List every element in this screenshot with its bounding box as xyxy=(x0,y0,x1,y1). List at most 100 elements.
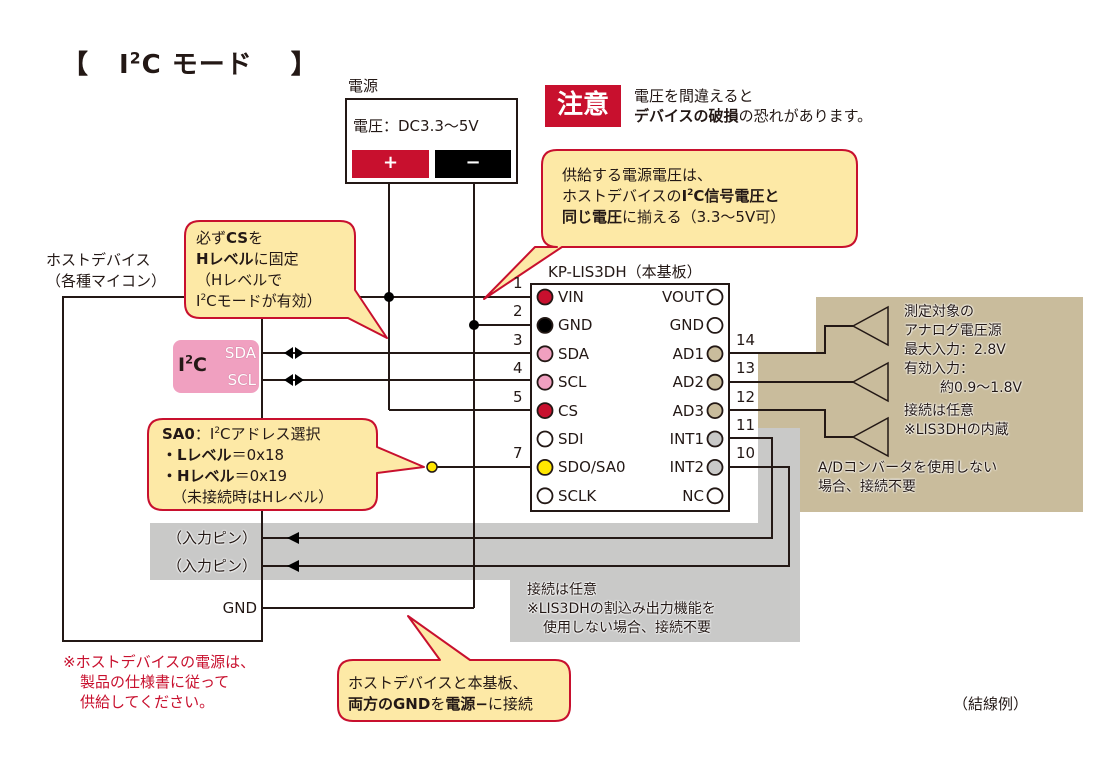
analog-note-2: A/Dコンバータを使用しない 場合、接続不要 xyxy=(818,459,997,497)
pin-label-right: VOUT xyxy=(662,288,704,306)
power-label: 電源 xyxy=(348,77,379,95)
pin-label-left: SCL xyxy=(558,373,587,392)
callout-supply-shape xyxy=(483,149,858,300)
title-i: I xyxy=(119,50,130,80)
scl-bidir-arrow xyxy=(284,374,304,386)
warning-line2: デバイスの破損の恐れがあります。 xyxy=(634,106,872,126)
wire-ad1 xyxy=(729,325,853,354)
warning-badge-bg xyxy=(545,85,621,127)
host-input-pin-2: （入力ピン） xyxy=(166,557,257,575)
host-label-2: （各種マイコン） xyxy=(46,272,167,290)
text: 両方のGND xyxy=(348,695,431,713)
analog-line: 測定対象の xyxy=(904,304,974,320)
pin-ad1-dot xyxy=(706,345,724,363)
callout-gnd-shape xyxy=(337,615,571,722)
power-voltage: 電圧：DC3.3〜5V xyxy=(353,117,479,135)
caption: （結線例） xyxy=(953,695,1029,713)
analog-line: 有効入力： xyxy=(904,361,974,377)
host-sda: SDA xyxy=(224,344,256,362)
text: 2 xyxy=(687,188,694,198)
power-minus-label: − xyxy=(465,152,481,173)
text: I xyxy=(178,354,186,376)
analog-line: 約0.9〜1.8V xyxy=(940,380,1023,396)
pin-vout-dot xyxy=(706,288,724,306)
title-rest: C モード xyxy=(141,50,253,80)
junction-vin xyxy=(384,292,394,302)
pin-ad2-dot xyxy=(706,373,724,391)
pin-sdo-sa0-dot xyxy=(536,458,554,476)
pin-sdi-dot xyxy=(536,430,554,448)
text: に接続 xyxy=(487,695,533,713)
i2c-badge-label: I2C xyxy=(178,354,207,376)
callout-supply-line3: 同じ電圧に揃える（3.3〜5V可） xyxy=(562,207,785,227)
callout-sa0-line4: （未接続時はHレベル） xyxy=(172,488,334,506)
analog-area xyxy=(758,297,1083,512)
host-scl: SCL xyxy=(227,371,256,389)
pin-label-left: SDA xyxy=(558,344,590,363)
sa0-terminal xyxy=(426,461,438,473)
int1-arrow xyxy=(287,532,299,544)
power-plus-terminal xyxy=(352,150,429,178)
pin-gnd-dot xyxy=(706,316,724,334)
pin-label-right: INT1 xyxy=(669,430,704,448)
warning-line1: 電圧を間違えると xyxy=(634,87,754,105)
pin-number: 4 xyxy=(513,359,523,378)
callout-sa0-text: SA0：I2Cアドレス選択 ・Lレベル＝0x18 ・Hレベル＝0x19 （未接続… xyxy=(162,424,333,508)
pin-int2-dot xyxy=(706,458,724,476)
warning-bold: デバイスの破損 xyxy=(634,107,739,125)
wire-int2 xyxy=(262,466,790,567)
pin-number: 14 xyxy=(736,330,756,349)
text: 2 xyxy=(214,426,221,436)
right-pins xyxy=(706,288,724,505)
analog-source-3 xyxy=(851,416,889,458)
text: 2 xyxy=(185,352,194,367)
text: ホストデバイスの xyxy=(562,187,682,205)
text: SA0 xyxy=(162,425,195,443)
warning-badge: 注意 xyxy=(556,90,609,120)
text: 同じ電圧 xyxy=(562,208,623,226)
analog-line: 場合、接続不要 xyxy=(818,479,916,495)
interrupt-line: ※LIS3DHの割込み出力機能を xyxy=(527,601,716,617)
pin-sda-dot xyxy=(536,345,554,363)
callout-cs-line2: Hレベルに固定 xyxy=(196,249,322,270)
pin-ad3-dot xyxy=(706,402,724,420)
pin-number: 2 xyxy=(513,302,523,321)
callout-gnd-text: ホストデバイスと本基板、 両方のGNDを電源−に接続 xyxy=(348,673,533,715)
text: ＝0x18 xyxy=(231,446,285,464)
text: ： xyxy=(194,425,210,443)
text: CS xyxy=(226,229,249,247)
title-bracket-open: 【 xyxy=(62,50,90,80)
host-note-2: 製品の仕様書に従って xyxy=(80,673,230,691)
text: C xyxy=(193,354,207,376)
pin-label-right: NC xyxy=(682,486,704,505)
host-label-1: ホストデバイス xyxy=(46,251,151,269)
callout-sa0-line3: ・Hレベル＝0x19 xyxy=(162,466,333,487)
analog-note: 測定対象の アナログ電圧源 最大入力：2.8V 有効入力： 約0.9〜1.8V … xyxy=(904,303,1022,440)
pin-label-right: AD3 xyxy=(672,401,704,420)
callout-cs-text: 必ずCSを Hレベルに固定 （Hレベルで I2Cモードが有効） xyxy=(196,228,322,312)
wire-int1 xyxy=(262,437,773,539)
pin-number: 5 xyxy=(513,387,523,406)
pin-label-left: SDI xyxy=(558,430,584,448)
sda-bidir-arrow xyxy=(284,347,304,359)
analog-line: 最大入力：2.8V xyxy=(904,342,1006,358)
pin-number: 13 xyxy=(736,359,756,378)
text: Hレベル xyxy=(196,250,254,268)
text: C信号電圧と xyxy=(693,187,780,205)
pin-number: 12 xyxy=(736,387,756,406)
analog-line: アナログ電圧源 xyxy=(904,323,1002,339)
host-note-3: 供給してください。 xyxy=(80,693,215,711)
pin-vin-dot xyxy=(536,288,554,306)
pin-number: 10 xyxy=(736,444,756,463)
pin-cs-dot xyxy=(536,402,554,420)
title-sup: 2 xyxy=(129,49,142,68)
text: ・Lレベル xyxy=(162,446,232,464)
warning-rest: の恐れがあります。 xyxy=(738,107,873,125)
host-gnd: GND xyxy=(222,599,257,617)
callout-supply-line1: 供給する電源電圧は、 xyxy=(562,166,713,184)
page-title: 【I2C モード】 xyxy=(62,44,318,81)
callout-cs-line1: 必ずCSを xyxy=(196,228,322,249)
pin-number: 7 xyxy=(513,444,523,463)
pin-label-right: GND xyxy=(669,316,704,335)
